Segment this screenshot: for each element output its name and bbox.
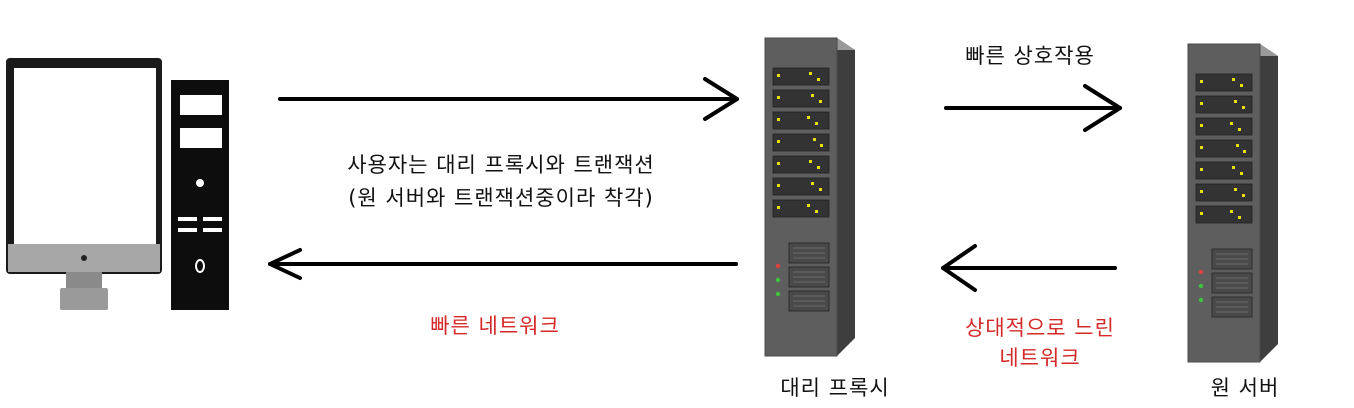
server-rack-icon bbox=[1187, 43, 1279, 363]
origin-to-proxy-label-line1: 상대적으로 느린 bbox=[965, 316, 1115, 340]
tower-port bbox=[195, 259, 205, 273]
proxy-to-client-label: 빠른 네트워크 bbox=[430, 314, 560, 338]
power-button bbox=[196, 179, 204, 187]
drive-bay-2 bbox=[180, 128, 222, 148]
monitor-base bbox=[60, 288, 108, 310]
server-rack-icon bbox=[764, 37, 856, 357]
monitor-stand bbox=[66, 272, 102, 288]
arrow-origin-to-proxy bbox=[941, 244, 1117, 292]
arrow-client-to-proxy bbox=[278, 77, 739, 121]
arrow-proxy-to-origin bbox=[944, 84, 1122, 132]
tower-slot-1 bbox=[178, 217, 197, 221]
client-to-proxy-label-line1: 사용자는 대리 프록시와 트랜잭션 bbox=[347, 153, 655, 177]
monitor-dot bbox=[81, 255, 87, 261]
tower-slot-2 bbox=[203, 217, 222, 221]
client-to-proxy-label-line2: (원 서버와 트랜잭션중이라 착각) bbox=[348, 186, 654, 210]
drive-bay-1 bbox=[180, 95, 222, 115]
origin-server-name: 원 서버 bbox=[1210, 376, 1280, 400]
arrow-proxy-to-client bbox=[268, 248, 738, 280]
tower-slot-3 bbox=[178, 228, 197, 232]
monitor-screen bbox=[14, 68, 156, 244]
proxy-server-name: 대리 프록시 bbox=[780, 376, 890, 400]
desktop-computer-icon bbox=[6, 58, 229, 310]
proxy-to-origin-label: 빠른 상호작용 bbox=[965, 44, 1095, 68]
origin-to-proxy-label-line2: 네트워크 bbox=[999, 346, 1081, 370]
tower-slot-4 bbox=[203, 228, 222, 232]
